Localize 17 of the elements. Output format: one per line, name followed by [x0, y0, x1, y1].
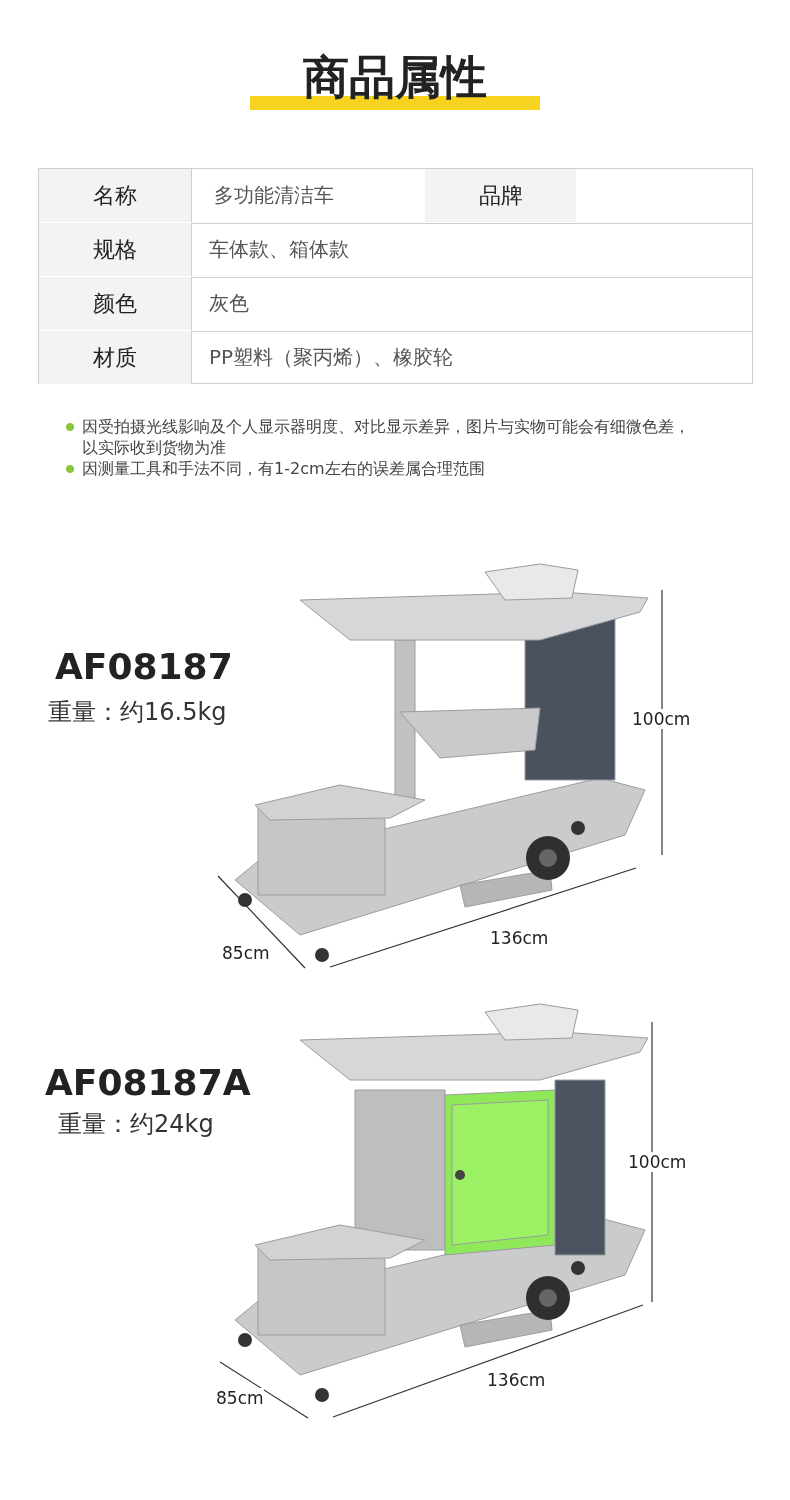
note-text: 因测量工具和手法不同，有1-2cm左右的误差属合理范围 [82, 458, 486, 479]
spec-value: PP塑料（聚丙烯）、橡胶轮 [209, 344, 454, 371]
note-text: 因受拍摄光线影响及个人显示器明度、对比显示差异，图片与实物可能会有细微色差，以实际收到货物为准 [82, 416, 691, 458]
weight-text: 重量：约16.5kg [48, 697, 227, 728]
model-number: AF08187A [45, 1062, 251, 1103]
row-header-cell: 名称 [39, 169, 192, 222]
spec-value: 多功能清洁车 [214, 182, 334, 209]
row-header-cell: 品牌 [425, 169, 576, 222]
weight-text: 重量：约24kg [58, 1109, 214, 1140]
row-header-cell: 颜色 [39, 277, 192, 330]
dimension-label: 100cm [628, 1152, 687, 1172]
model-number: AF08187 [55, 646, 233, 687]
dimension-label: 100cm [632, 709, 691, 729]
row-header-cell: 规格 [39, 223, 192, 276]
spec-value: 灰色 [209, 290, 249, 317]
row-header-cell: 材质 [39, 331, 192, 384]
spec-value: 车体款、箱体款 [209, 236, 349, 263]
